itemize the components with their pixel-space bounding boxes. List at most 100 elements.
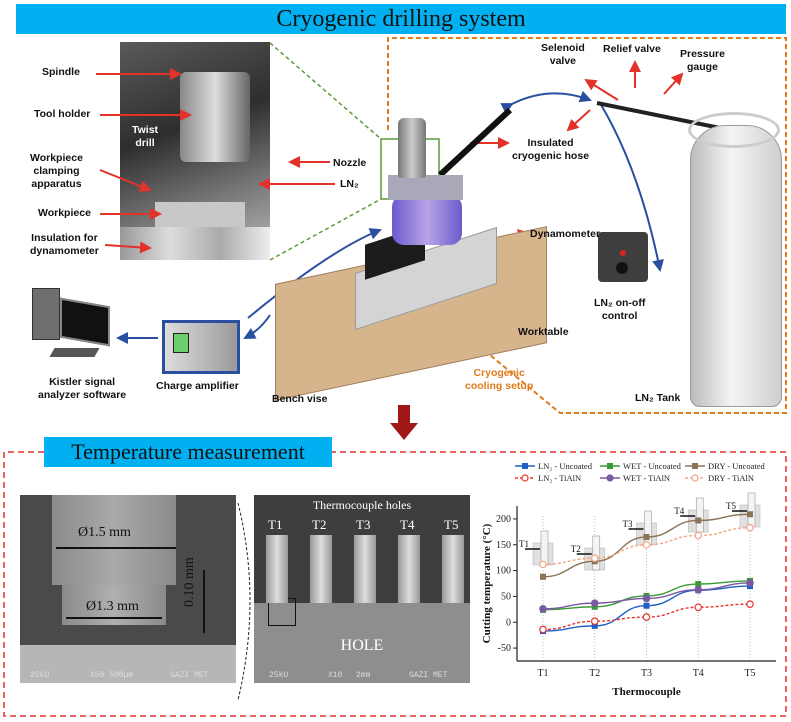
- data-point: [747, 511, 753, 518]
- legend-marker: [691, 474, 699, 482]
- sem2-scale: 2mm: [356, 671, 371, 680]
- thermocouple-hole: [266, 535, 288, 603]
- data-point: [539, 625, 547, 634]
- x-axis-label: Thermocouple: [612, 686, 681, 698]
- data-point: [590, 617, 599, 626]
- y-tick-label: 50: [501, 591, 511, 602]
- thermocouple-hole-label: T2: [312, 517, 327, 532]
- x-tick-label: T2: [589, 668, 600, 679]
- data-point: [590, 554, 599, 562]
- hole-surface: [254, 603, 470, 683]
- amplifier-input-arrow: [243, 314, 271, 339]
- cryogenic-setup-outline: [387, 37, 787, 414]
- thermocouple-drill-icon: [747, 492, 756, 528]
- thermocouple-hole: [310, 535, 332, 603]
- ln2-tank-label: LN₂ Tank: [635, 392, 681, 404]
- diameter-bottom-label: Ø1.3 mm: [86, 599, 139, 614]
- dynamometer-signal-arrow: [247, 228, 382, 319]
- computer-tower: [32, 288, 60, 340]
- data-point: [746, 523, 754, 532]
- data-point: [642, 540, 651, 549]
- legend-label: LN₂ - Uncoated: [538, 461, 593, 471]
- data-point: [643, 534, 650, 540]
- depth-label: 0.10 mm: [182, 557, 197, 607]
- surface-band: [20, 645, 236, 683]
- workpiece-label: Workpiece: [38, 207, 91, 219]
- thermocouple-inset-label: T1: [519, 539, 529, 549]
- data-point: [694, 531, 703, 540]
- charge-amplifier-label: Charge amplifier: [156, 380, 239, 392]
- legend-marker: [692, 463, 698, 469]
- x-tick-label: T3: [641, 668, 652, 679]
- dynamometer: [392, 195, 462, 245]
- sem2-voltage: 25kU: [269, 671, 289, 680]
- x-tick-label: T5: [744, 668, 755, 679]
- sem2-magnification: X10: [328, 671, 343, 680]
- data-point: [643, 602, 650, 609]
- nozzle-label: Nozzle: [333, 157, 367, 169]
- hose-link-arrow: [500, 90, 592, 114]
- hole-label: HOLE: [340, 637, 384, 654]
- legend-label: LN₂ - TiAlN: [538, 473, 581, 483]
- y-tick-label: 150: [496, 540, 511, 551]
- legend-marker: [606, 474, 614, 482]
- thermocouple-hole: [354, 535, 376, 603]
- dynamometer-label: Dynamometer: [530, 228, 601, 240]
- temperature-measurement-banner: Temperature measurement: [44, 437, 332, 467]
- thermocouple-inset-label: T4: [674, 506, 684, 516]
- cryogenic-hose: [437, 107, 513, 178]
- data-point: [642, 613, 651, 621]
- ln2-tank: [690, 125, 782, 407]
- keyboard: [49, 348, 100, 357]
- legend-label: DRY - Uncoated: [708, 461, 766, 471]
- worktable-label: Worktable: [518, 326, 569, 338]
- thermocouple-hole-label: T1: [268, 517, 283, 532]
- thermocouple-hole-label: T3: [356, 517, 371, 532]
- data-point: [540, 573, 546, 580]
- thermocouple-hole-label: T5: [444, 517, 459, 532]
- thermocouple-hole: [398, 535, 420, 603]
- sem1-magnification: X50 500µm: [90, 671, 134, 680]
- data-point: [590, 599, 599, 607]
- insulation-arrow: [104, 241, 152, 254]
- sem-image-thermocouple-holes: Thermocouple holes HOLE 25kU X10 2mm GAZ…: [254, 495, 470, 683]
- data-point: [642, 594, 651, 603]
- legend-label: DRY - TiAlN: [708, 473, 754, 483]
- thermocouple-inset-label: T3: [623, 519, 633, 529]
- y-axis-label: Cutting temperature (°C): [481, 523, 493, 643]
- bench-vise-label: Bench vise: [272, 393, 328, 405]
- y-tick-label: 0: [506, 617, 511, 628]
- depth-line: [203, 570, 205, 633]
- data-point: [694, 585, 703, 594]
- data-point: [695, 517, 702, 524]
- legend-marker: [522, 463, 528, 469]
- thermocouple-drill-icon: [540, 530, 549, 566]
- thermocouple-holes-title: Thermocouple holes: [312, 498, 412, 512]
- hole-upper-step: [52, 495, 176, 585]
- legend-marker: [521, 474, 529, 482]
- thermocouple-inset-label: T5: [726, 501, 736, 511]
- clamping-arrow: [99, 169, 152, 192]
- spindle-label: Spindle: [42, 66, 80, 78]
- workpiece-fixture: [388, 175, 463, 200]
- thermocouple-hole: [442, 535, 464, 603]
- diameter-top-label: Ø1.5 mm: [78, 525, 131, 540]
- y-tick-label: 100: [496, 566, 511, 577]
- computer-monitor: [60, 297, 110, 347]
- relief-valve-label: Relief valve: [603, 43, 661, 55]
- tool-holder-cad: [398, 118, 426, 178]
- sem1-voltage: 25kU: [30, 671, 50, 680]
- control-link-arrow: [599, 102, 664, 272]
- legend-marker: [607, 463, 613, 469]
- sem-image-hole-detail: Ø1.5 mm Ø1.3 mm 0.10 mm 25kU X50 500µm G…: [20, 495, 236, 683]
- data-point: [746, 579, 754, 587]
- workpiece-shape: [155, 202, 245, 227]
- flow-arrow-shaft: [398, 405, 410, 423]
